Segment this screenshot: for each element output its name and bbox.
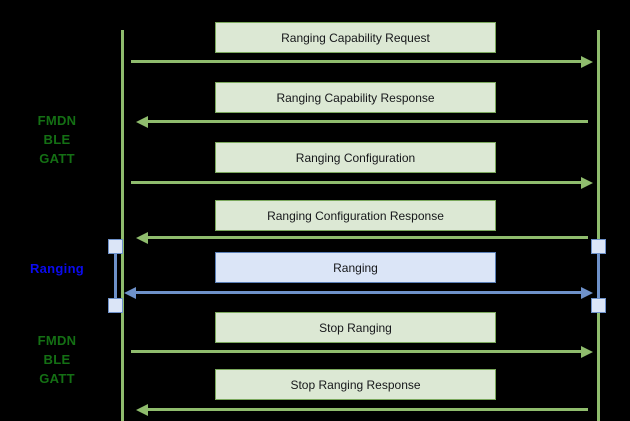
message-arrow-head-left-7 xyxy=(136,403,148,416)
phase-label-ranging: Ranging xyxy=(29,261,85,276)
message-box-ranging-configuration-response: Ranging Configuration Response xyxy=(215,200,496,231)
message-arrow-head-left-4 xyxy=(136,231,148,244)
phase-label-fmdn-ble-gatt-bottom: FMDN BLE GATT xyxy=(37,333,77,386)
message-arrow-line-4 xyxy=(148,236,588,239)
activation-node-right-start xyxy=(591,239,606,254)
message-arrow-line-6 xyxy=(131,350,583,353)
message-arrow-head-right-5 xyxy=(581,286,593,299)
message-arrow-line-7 xyxy=(148,408,588,411)
activation-node-left-end xyxy=(108,298,123,313)
message-box-ranging-capability-response: Ranging Capability Response xyxy=(215,82,496,113)
message-arrow-head-right-1 xyxy=(581,55,593,68)
message-arrow-line-5 xyxy=(136,291,583,294)
message-arrow-head-left-2 xyxy=(136,115,148,128)
activation-node-right-end xyxy=(591,298,606,313)
message-arrow-head-right-3 xyxy=(581,176,593,189)
left-lifeline xyxy=(121,30,124,421)
phase-label-fmdn-ble-gatt-top: FMDN BLE GATT xyxy=(37,113,77,166)
message-box-ranging-configuration: Ranging Configuration xyxy=(215,142,496,173)
right-lifeline xyxy=(597,30,600,421)
message-arrow-line-3 xyxy=(131,181,583,184)
activation-node-left-start xyxy=(108,239,123,254)
message-arrow-head-left-5 xyxy=(124,286,136,299)
message-box-ranging: Ranging xyxy=(215,252,496,283)
message-box-stop-ranging-response: Stop Ranging Response xyxy=(215,369,496,400)
message-arrow-head-right-6 xyxy=(581,345,593,358)
message-box-stop-ranging: Stop Ranging xyxy=(215,312,496,343)
activation-bar-left xyxy=(114,247,117,306)
activation-bar-right xyxy=(597,247,600,306)
message-arrow-line-1 xyxy=(131,60,583,63)
message-box-ranging-capability-request: Ranging Capability Request xyxy=(215,22,496,53)
message-arrow-line-2 xyxy=(148,120,588,123)
